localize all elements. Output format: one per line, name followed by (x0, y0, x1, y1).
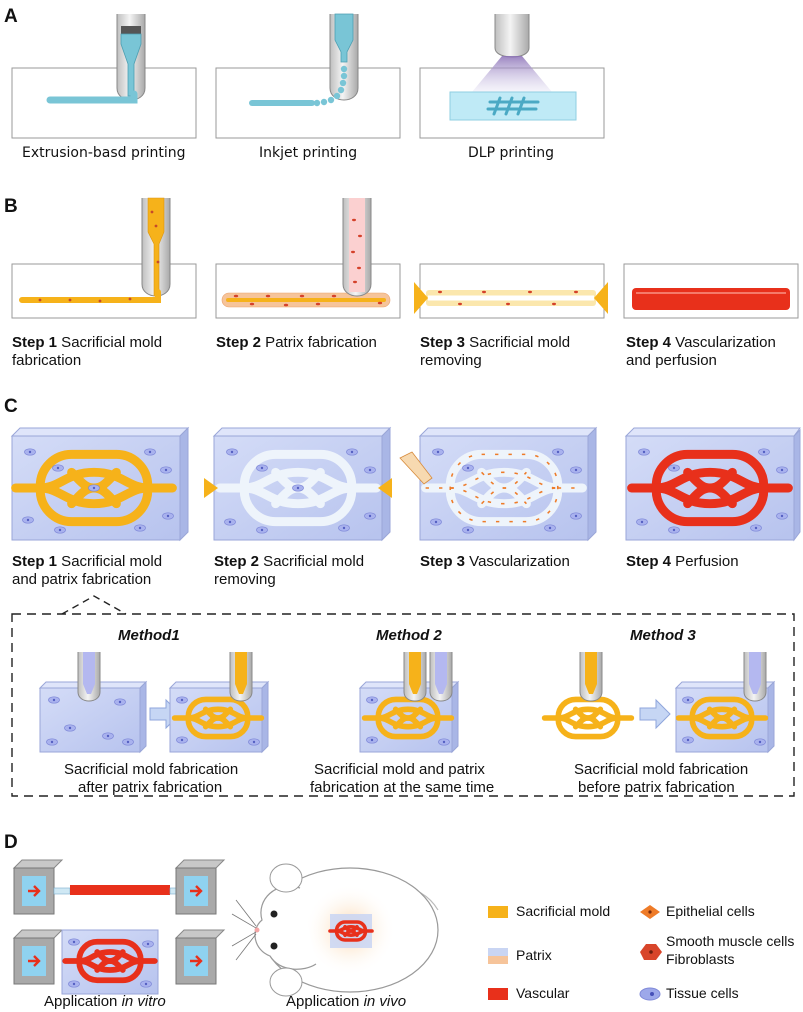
c-step1-line1: Sacrificial mold (57, 553, 162, 570)
b-step1-illustration (11, 197, 197, 319)
panel-letter-a: A (4, 6, 18, 27)
c-step1-line2: and patrix fabrication (12, 571, 151, 588)
method2-title: Method 2 (376, 627, 442, 644)
method2-line2: fabrication at the same time (310, 779, 494, 796)
b-step2-num: Step 2 (216, 334, 261, 351)
c-step1-illustration (10, 426, 190, 542)
b-step3-num: Step 3 (420, 334, 465, 351)
b-step3-line2: removing (420, 352, 482, 369)
legend-label-tissue-cells: Tissue cells (666, 985, 739, 1001)
b-step3-line1: Sacrificial mold (465, 334, 570, 351)
b-step1-caption: Step 1 Sacrificial mold (12, 334, 162, 351)
c-step1-caption: Step 1 Sacrificial mold (12, 553, 162, 570)
method3-illustration (545, 652, 776, 754)
b-step1-line1: Sacrificial mold (57, 334, 162, 351)
legend-label-patrix: Patrix (516, 947, 552, 963)
c-step1-num: Step 1 (12, 553, 57, 570)
b-step4-num: Step 4 (626, 334, 672, 351)
caption-dlp: DLP printing (468, 145, 554, 161)
caption-extrusion: Extrusion-basd printing (22, 145, 186, 161)
c-step3-caption: Step 3 Vascularization (420, 553, 570, 570)
b-step2-illustration (215, 198, 401, 319)
inkjet-printing-illustration (215, 13, 401, 139)
c-step4-caption: Step 4 Perfusion (626, 553, 739, 570)
invitro-em: in vitro (122, 993, 166, 1010)
b-step4-line1: Vascularization (671, 334, 776, 351)
c-step2-num: Step 2 (214, 553, 259, 570)
invitro-caption: Application in vitro (44, 993, 166, 1010)
c-step2-illustration (204, 426, 392, 542)
invivo-caption: Application in vivo (286, 993, 406, 1010)
c-step4-line1: Perfusion (671, 553, 739, 570)
b-step2-caption: Step 2 Patrix fabrication (216, 334, 377, 351)
legend-label-vascular: Vascular (516, 985, 570, 1001)
b-step1-line2: fabrication (12, 352, 81, 369)
b-step4-caption: Step 4 Vascularization (626, 334, 776, 351)
b-step4-illustration (623, 263, 799, 319)
legend: Sacrificial mold Patrix Vascular Epithel… (488, 903, 794, 1001)
legend-swatch-patrix-2 (488, 956, 508, 964)
invivo-em: in vivo (364, 993, 407, 1010)
mouse-illustration (231, 863, 439, 997)
panel-letter-c: C (4, 396, 18, 417)
panel-letter-b: B (4, 196, 18, 217)
invivo-prefix: Application (286, 993, 364, 1010)
c-step4-num: Step 4 (626, 553, 672, 570)
b-step2-line1: Patrix fabrication (261, 334, 377, 351)
method3-title: Method 3 (630, 627, 696, 644)
legend-swatch-sacrificial-mold (488, 906, 508, 918)
method3-line1: Sacrificial mold fabrication (574, 761, 748, 778)
panel-letter-d: D (4, 832, 18, 853)
dlp-printing-illustration (419, 14, 605, 139)
methods-box (11, 595, 795, 797)
legend-label-fibroblasts: Fibroblasts (666, 951, 734, 967)
b-step4-line2: and perfusion (626, 352, 717, 369)
extrusion-printing-illustration (11, 14, 197, 139)
method1-title: Method1 (118, 627, 180, 644)
c-step2-line2: removing (214, 571, 276, 588)
c-step4-illustration (624, 427, 801, 542)
method1-line2: after patrix fabrication (78, 779, 222, 796)
c-step2-line1: Sacrificial mold (259, 553, 364, 570)
c-step3-line1: Vascularization (465, 553, 570, 570)
legend-swatch-vascular (488, 988, 508, 1000)
b-step3-caption: Step 3 Sacrificial mold (420, 334, 570, 351)
c-step3-illustration (399, 426, 598, 542)
b-step1-num: Step 1 (12, 334, 57, 351)
legend-swatch-patrix (488, 948, 508, 956)
c-step3-num: Step 3 (420, 553, 465, 570)
legend-label-sacrificial-mold: Sacrificial mold (516, 903, 610, 919)
method3-line2: before patrix fabrication (578, 779, 735, 796)
method1-illustration (38, 652, 270, 754)
method1-line1: Sacrificial mold fabrication (64, 761, 238, 778)
method2-line1: Sacrificial mold and patrix (314, 761, 485, 778)
c-step2-caption: Step 2 Sacrificial mold (214, 553, 364, 570)
invitro-prefix: Application (44, 993, 122, 1010)
method2-illustration (358, 652, 460, 754)
b-step3-illustration (414, 263, 608, 319)
legend-label-smooth-muscle: Smooth muscle cells (666, 933, 794, 949)
legend-label-epithelial: Epithelial cells (666, 903, 755, 919)
invitro-illustration (12, 859, 226, 995)
caption-inkjet: Inkjet printing (259, 145, 357, 161)
